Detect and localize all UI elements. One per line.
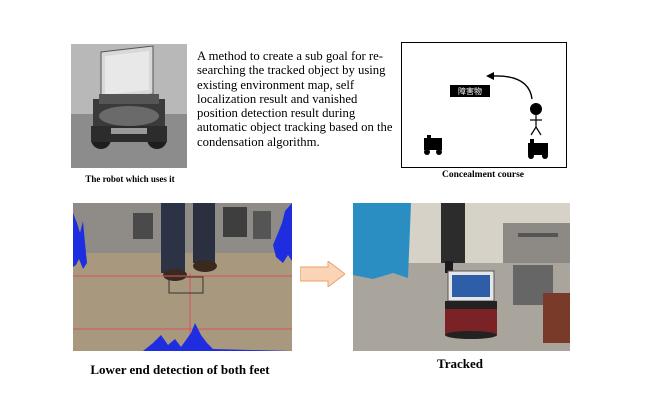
concealment-course-diagram: 障害物 [401,42,567,168]
course-caption: Concealment course [441,170,525,180]
bottom-histogram [143,323,292,351]
obstacle-label: 障害物 [458,86,482,96]
obstacle-box [450,85,490,97]
right-arrow-icon [300,261,345,287]
tracked-photo [353,203,570,351]
description-text: A method to create a sub goal for re-sea… [197,49,393,149]
robot-caption: The robot which uses it [85,174,175,184]
robot-photo [71,44,187,168]
left-histogram [73,213,87,269]
feet-caption: Lower end detection of both feet [90,362,270,377]
path-arrow [491,75,533,100]
tracked-caption: Tracked [437,356,483,371]
robot-marker-left [424,135,442,155]
person-head [530,103,542,115]
feet-detection-photo [73,203,292,351]
robot-marker-right [528,139,548,159]
right-histogram [273,203,292,263]
